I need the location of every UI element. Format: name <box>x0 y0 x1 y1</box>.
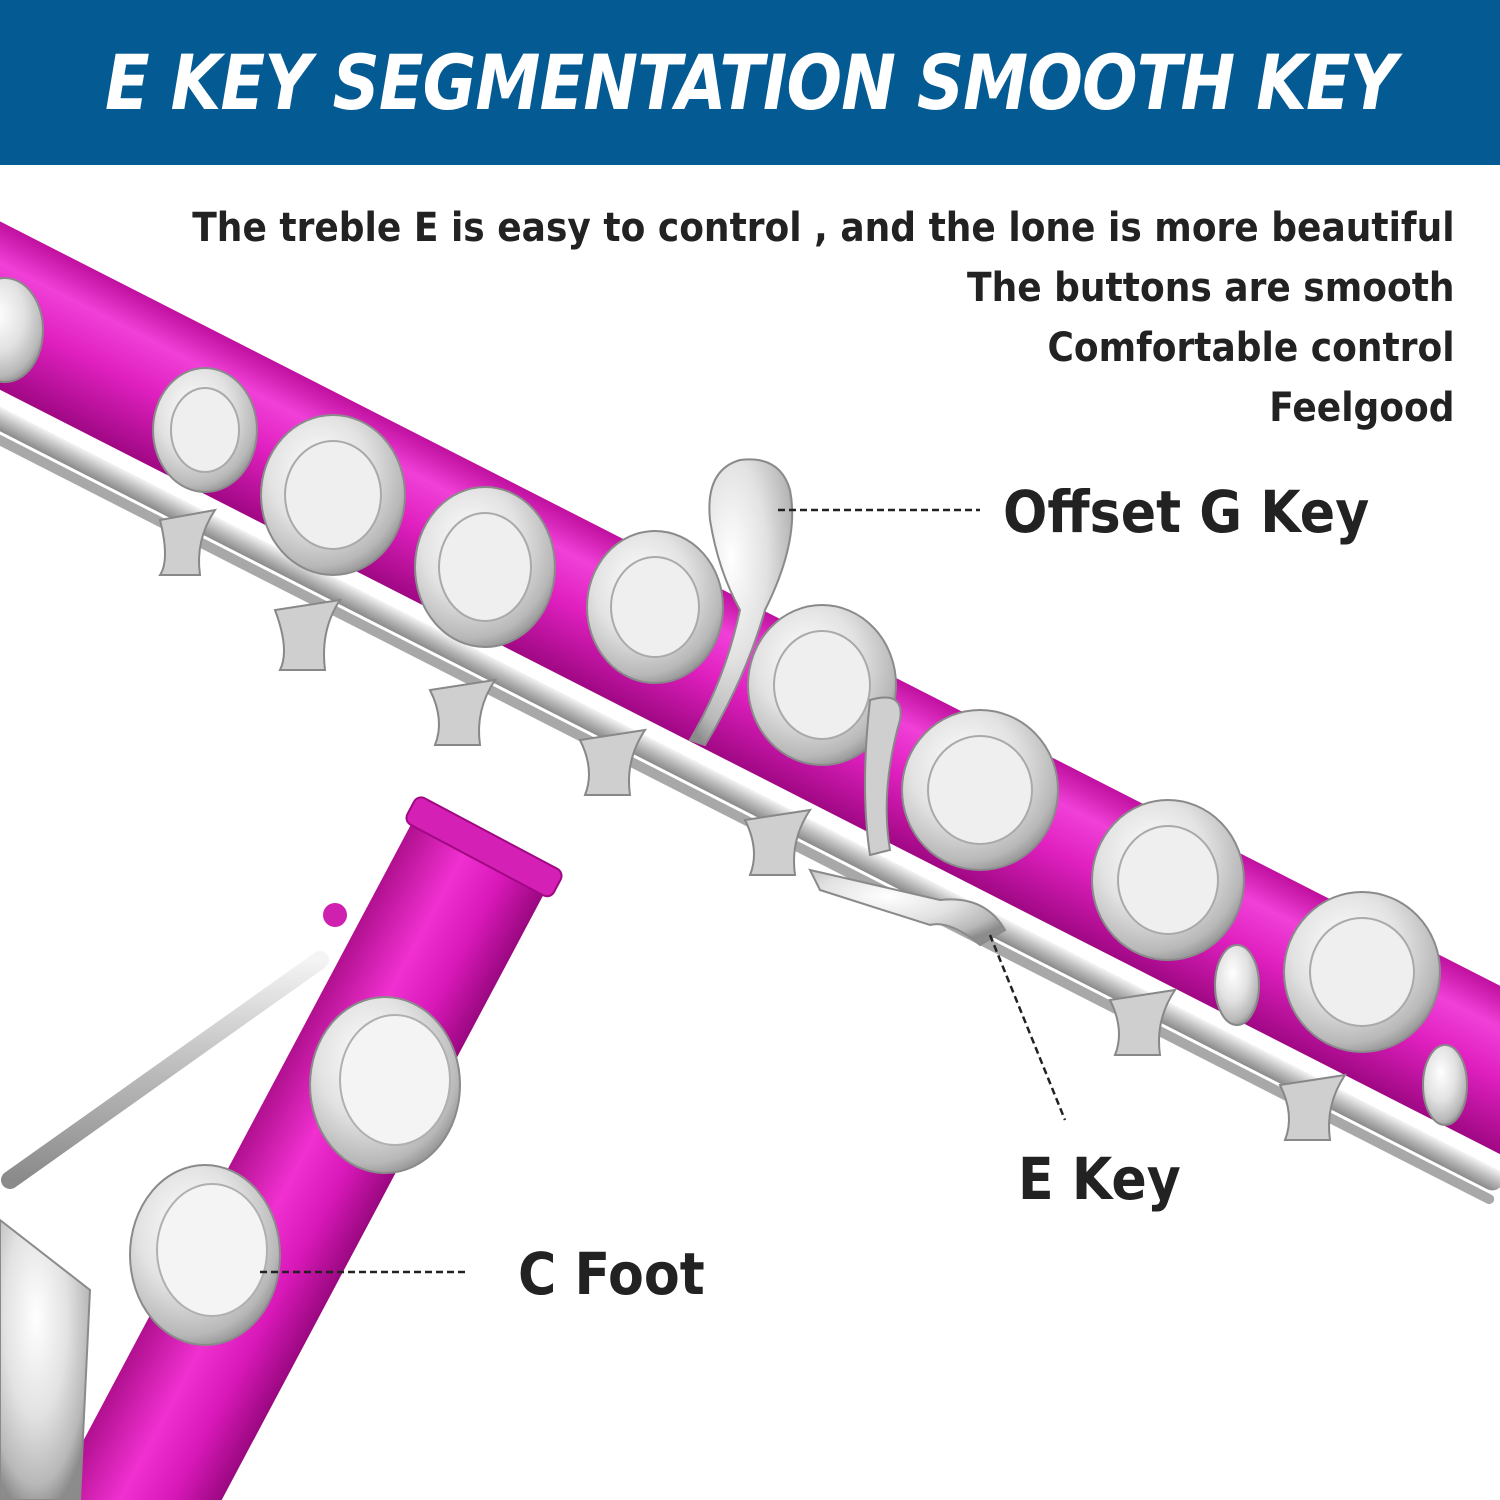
feature-item: The buttons are smooth <box>967 265 1455 311</box>
key-icon <box>414 486 556 746</box>
key-rod <box>0 361 1500 1191</box>
e-key-leader-line <box>988 934 1067 1121</box>
key-icon <box>578 530 724 796</box>
key-icon <box>0 277 44 383</box>
foot-joint <box>0 796 563 1500</box>
feature-item: Comfortable control <box>1047 325 1455 371</box>
key-icon <box>260 414 406 671</box>
key-icon <box>1091 799 1260 1056</box>
offset-g-key-icon <box>688 458 794 747</box>
header-banner: E KEY SEGMENTATION SMOOTH KEY <box>0 0 1500 165</box>
e-key-icon <box>808 696 1059 947</box>
feature-item: Feelgood <box>1269 385 1455 431</box>
callout-offset-g-key: Offset G Key <box>1003 478 1370 546</box>
callout-e-key: E Key <box>1018 1145 1181 1213</box>
callout-c-foot: C Foot <box>518 1240 705 1308</box>
banner-title: E KEY SEGMENTATION SMOOTH KEY <box>105 38 1397 127</box>
key-icon <box>152 367 258 576</box>
feature-item: The treble E is easy to control , and th… <box>192 205 1455 251</box>
key-icon <box>1278 891 1468 1141</box>
feature-list: The treble E is easy to control , and th… <box>52 198 1455 438</box>
main-body-keys <box>0 277 1468 1141</box>
key-icon <box>743 604 897 876</box>
c-foot-key-icon <box>0 996 461 1500</box>
